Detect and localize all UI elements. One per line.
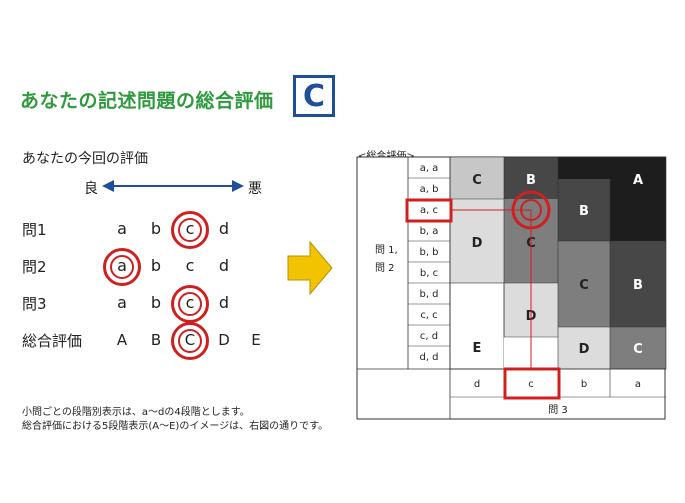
q3-option-b: b	[150, 293, 162, 312]
col-axis-label: 問 3	[548, 404, 568, 416]
region-a	[610, 179, 666, 241]
q3-selected-ring-inner	[178, 292, 202, 316]
question-3-label: 問3	[22, 295, 47, 313]
region-c-top	[450, 157, 504, 199]
col-label: b	[581, 379, 587, 390]
overall-evaluation-diagram: a, a a, b a, c b, a b, b b, c b, d c, c …	[356, 156, 667, 420]
q3-selected-ring	[171, 285, 209, 323]
region-c-right	[558, 241, 610, 327]
q1-selected-ring	[171, 211, 209, 249]
highlight-ring-inner	[520, 199, 542, 221]
region-label: D	[472, 236, 483, 251]
region-label: D	[579, 342, 590, 357]
col-label: a	[635, 379, 641, 390]
double-arrow-icon	[102, 180, 244, 192]
region-label: A	[633, 173, 643, 188]
region-label: B	[579, 204, 589, 219]
overall-option-e: E	[251, 331, 261, 349]
overall-selected-ring	[171, 322, 209, 360]
q2-selected-ring	[103, 248, 141, 286]
q2-option-c: c	[185, 256, 195, 275]
question-1-label: 問1	[22, 221, 47, 239]
note-line-1: 小問ごとの段階別表示は、a～dの4段階とします。	[22, 407, 250, 418]
row-label: d, d	[419, 352, 438, 363]
right-arrow-icon	[287, 240, 333, 296]
highlight-ring	[511, 190, 551, 230]
region-a-strip	[558, 157, 666, 179]
row-label: c, d	[420, 331, 438, 342]
region-label: B	[633, 278, 643, 293]
scale-good-label: 良	[84, 181, 98, 197]
page-title: あなたの記述問題の総合評価	[20, 90, 274, 112]
overall-selected-ring-inner	[178, 329, 202, 353]
region-e	[449, 282, 505, 370]
question-2-label: 問2	[22, 258, 47, 276]
q2-selected-ring-inner	[110, 255, 134, 279]
q1-selected-ring-inner	[178, 218, 202, 242]
q2-option-b: b	[150, 256, 162, 275]
row-label: b, d	[419, 289, 438, 300]
overall-grade-badge: C	[293, 75, 335, 117]
row-label: c, c	[420, 310, 437, 321]
region-c-low	[610, 327, 666, 369]
row-axis-label: 問 1,	[375, 244, 398, 256]
region-d-left	[450, 199, 504, 283]
row-axis-label: 問 2	[375, 262, 395, 274]
row-label: a, c	[420, 205, 438, 216]
evaluation-subtitle: あなたの今回の評価	[22, 151, 148, 167]
overall-evaluation-label: 総合評価	[22, 332, 83, 350]
q2-option-d: d	[218, 256, 230, 275]
row-label: b, c	[420, 268, 438, 279]
q1-option-d: d	[218, 219, 230, 238]
region-label: C	[633, 342, 643, 357]
region-d-right	[558, 327, 610, 369]
q3-option-d: d	[218, 293, 230, 312]
region-b-mid	[558, 179, 610, 241]
highlight-col-box	[503, 367, 561, 400]
col-label: c	[528, 379, 534, 390]
region-b-right	[610, 241, 666, 327]
scale-bad-label: 悪	[248, 181, 262, 197]
overall-option-a: A	[116, 331, 128, 349]
region-label: C	[472, 173, 482, 188]
region-label: E	[473, 341, 482, 356]
col-label: d	[474, 379, 480, 390]
row-label: b, a	[420, 226, 439, 237]
q3-option-a: a	[117, 293, 127, 312]
row-label: a, a	[420, 163, 439, 174]
note-line-2: 総合評価における5段階表示(A～E)のイメージは、右図の通りです。	[22, 421, 329, 432]
q1-option-a: a	[117, 219, 127, 238]
q1-option-b: b	[150, 219, 162, 238]
region-label: B	[526, 173, 536, 188]
region-label: C	[579, 278, 589, 293]
row-label: a, b	[420, 184, 439, 195]
row-label: b, b	[419, 247, 438, 258]
overall-option-b: B	[150, 331, 162, 349]
overall-option-d: D	[218, 331, 230, 349]
